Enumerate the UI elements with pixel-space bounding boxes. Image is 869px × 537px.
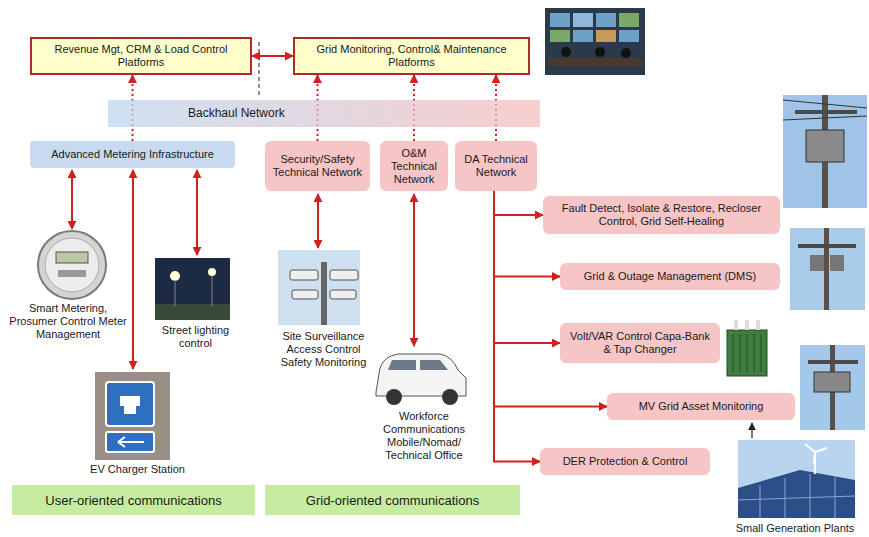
ev-charger-photo: [95, 372, 170, 460]
control-room-photo: [545, 8, 645, 75]
leader-arrow: [751, 423, 752, 438]
category-band: User-oriented communications: [12, 485, 255, 515]
function-box: MV Grid Asset Monitoring: [607, 393, 795, 420]
box-text: DER Protection & Control: [563, 455, 688, 468]
network-box: Security/Safety Technical Network: [265, 141, 370, 191]
box-text: Advanced Metering Infrastructure: [51, 148, 214, 161]
transformer-icon: [727, 320, 767, 376]
function-box: Fault Detect, Isolate & Restore, Reclose…: [543, 196, 780, 234]
street-light-photo: [155, 258, 230, 320]
network-band: Backhaul Network: [108, 100, 540, 127]
smart-meter-icon: [38, 231, 106, 299]
network-box: DA Technical Network: [455, 141, 537, 191]
surveillance-camera-photo: [278, 250, 360, 325]
pole-photo: [783, 95, 867, 208]
box-text: Fault Detect, Isolate & Restore, Reclose…: [549, 202, 774, 228]
function-box: DER Protection & Control: [540, 448, 710, 475]
link-arrows: [72, 170, 414, 369]
connector-arrow: [494, 191, 540, 462]
box-text: O&M Technical Network: [386, 147, 442, 186]
car-icon: [376, 354, 466, 405]
picture-caption: EV Charger Station: [70, 463, 205, 476]
box-text: Volt/VAR Control Capa-Bank & Tap Changer: [566, 330, 714, 356]
box-text: DA Technical Network: [461, 153, 531, 179]
divider-line: [259, 42, 260, 97]
pole-photo: [800, 345, 865, 430]
platform-box: Revenue Mgt, CRM & Load Control Platform…: [30, 37, 252, 75]
category-band: Grid-oriented communications: [265, 485, 520, 515]
connector-arrow: [494, 191, 543, 215]
function-box: Volt/VAR Control Capa-Bank & Tap Changer: [560, 323, 720, 363]
box-text: Grid-oriented communications: [306, 494, 479, 507]
function-box: Grid & Outage Management (DMS): [560, 263, 780, 290]
picture-caption: Street lighting control: [148, 324, 243, 350]
picture-caption: Workforce Communications Mobile/Nomad/ T…: [374, 410, 474, 462]
platform-box: Grid Monitoring, Control& Maintenance Pl…: [293, 37, 530, 75]
network-box: Advanced Metering Infrastructure: [30, 141, 235, 168]
box-text: Grid & Outage Management (DMS): [584, 270, 756, 283]
network-box: O&M Technical Network: [380, 141, 448, 191]
picture-caption: Site Surveillance Access Control Safety …: [271, 330, 376, 369]
box-text: MV Grid Asset Monitoring: [639, 400, 764, 413]
generation-plant-photo: [738, 440, 855, 518]
pole-photo: [790, 228, 865, 310]
box-text: User-oriented communications: [45, 494, 221, 507]
box-text: Grid Monitoring, Control& Maintenance Pl…: [301, 43, 522, 69]
box-text: Backhaul Network: [188, 107, 285, 120]
picture-caption: Small Generation Plants: [720, 522, 869, 535]
box-text: Security/Safety Technical Network: [271, 153, 364, 179]
connector-arrow: [252, 55, 293, 57]
box-text: Revenue Mgt, CRM & Load Control Platform…: [38, 43, 244, 69]
picture-caption: Smart Metering, Prosumer Control Meter M…: [8, 302, 128, 341]
